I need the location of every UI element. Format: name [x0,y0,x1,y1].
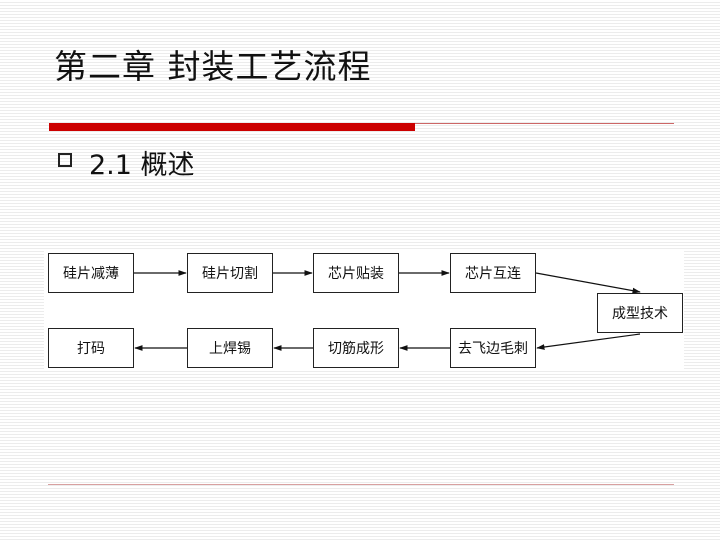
flow-step-solder-plating: 上焊锡 [187,328,273,368]
bullet-square-icon [58,153,72,167]
flow-step-deflash: 去飞边毛刺 [450,328,536,368]
flow-step-die-attach: 芯片贴装 [313,253,399,293]
flow-step-wafer-thinning: 硅片减薄 [48,253,134,293]
title-underline-thin [415,123,674,124]
title-underline-thick [49,123,415,131]
slide-title: 第二章 封装工艺流程 [54,47,372,86]
flow-step-trim-form: 切筋成形 [313,328,399,368]
flow-step-chip-interconnect: 芯片互连 [450,253,536,293]
section-heading: 2.1 概述 [89,150,195,181]
flow-step-wafer-dicing: 硅片切割 [187,253,273,293]
flow-step-molding: 成型技术 [597,293,683,333]
footer-divider [48,484,674,485]
flow-step-marking: 打码 [48,328,134,368]
